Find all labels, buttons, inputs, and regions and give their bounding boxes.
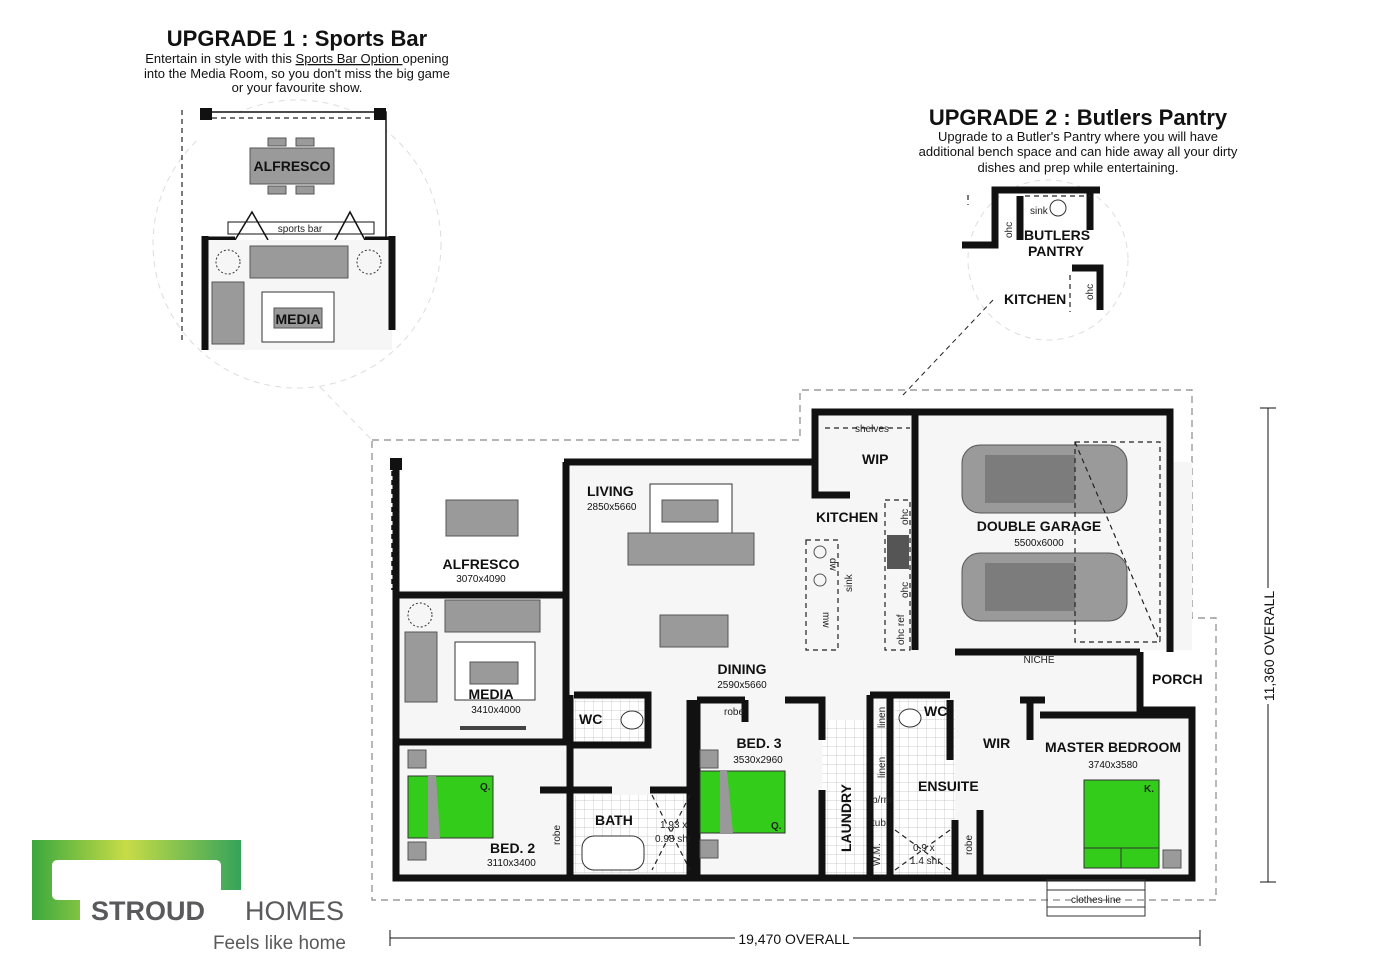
width-dimension: 19,470 OVERALL xyxy=(389,930,1201,947)
kitchen-label: KITCHEN xyxy=(816,509,878,525)
tub-label: tub xyxy=(872,818,886,829)
logo-tagline: Feels like home xyxy=(213,933,346,954)
cooktop-icon xyxy=(887,535,909,569)
niche-label: NICHE xyxy=(1023,655,1054,666)
shower-size-label: 1.4 shr xyxy=(910,856,941,867)
overall-width-label: 19,470 OVERALL xyxy=(738,931,850,947)
upgrade-2-desc-1: Upgrade to a Butler's Pantry where you w… xyxy=(938,129,1218,144)
bed3-label: BED. 3 xyxy=(736,735,781,751)
bed-size-label: Q. xyxy=(480,782,491,793)
upgrade-1-title: UPGRADE 1 : Sports Bar xyxy=(167,26,428,51)
upgrade-2-title: UPGRADE 2 : Butlers Pantry xyxy=(929,105,1228,130)
upgrade-1-heading: UPGRADE 1 : Sports Bar Entertain in styl… xyxy=(144,26,450,95)
upgrade-1-callout: ALFRESCO sports bar MEDIA xyxy=(152,99,442,441)
toilet-icon xyxy=(898,708,922,728)
bed3-size: 3530x2960 xyxy=(733,755,783,766)
bathtub-icon xyxy=(581,835,645,871)
wip-label: WIP xyxy=(862,451,888,467)
clothes-line-label: clothes line xyxy=(1071,895,1121,906)
living-size: 2850x5660 xyxy=(587,502,637,513)
logo-brand-bold: STROUD xyxy=(91,896,205,926)
master-label: MASTER BEDROOM xyxy=(1045,739,1181,755)
garage-label: DOUBLE GARAGE xyxy=(977,518,1101,534)
stroud-homes-logo: STROUD HOMES Feels like home xyxy=(32,840,346,954)
plant-icon xyxy=(407,602,433,628)
sports-bar-option-link: Sports Bar Option xyxy=(296,51,403,66)
toilet-icon xyxy=(620,710,644,730)
upgrade-2-desc-2: additional bench space and can hide away… xyxy=(919,144,1238,159)
master-bed: K. xyxy=(1083,779,1182,869)
alfresco-size: 3070x4090 xyxy=(456,574,506,585)
living-label: LIVING xyxy=(587,483,634,499)
upgrade-1-media-label: MEDIA xyxy=(275,311,320,327)
ohc-label: ohc xyxy=(1004,222,1015,238)
pantry-sink-label: sink xyxy=(1030,206,1049,217)
dining-label: DINING xyxy=(718,661,767,677)
robe-label: robe xyxy=(552,825,563,845)
robe-label: robe xyxy=(964,835,975,855)
sink-label: sink xyxy=(844,573,855,592)
car-icon xyxy=(961,552,1128,622)
laundry-label: LAUNDRY xyxy=(838,783,854,852)
sports-bar-label: sports bar xyxy=(278,224,323,235)
butlers-label: BUTLERS xyxy=(1024,227,1090,243)
logo-brand-light: HOMES xyxy=(245,896,344,926)
sink-icon xyxy=(1049,199,1067,217)
wir-label: WIR xyxy=(983,735,1010,751)
bath-label: BATH xyxy=(595,812,633,828)
depth-dimension: 11,360 OVERALL xyxy=(1260,407,1277,883)
porch-label: PORCH xyxy=(1152,671,1203,687)
bed-size-label: Q. xyxy=(771,821,782,832)
microwave-label: mw xyxy=(820,612,831,628)
car-icon xyxy=(961,444,1128,514)
robe-label: robe xyxy=(724,707,744,718)
upgrade-1-alfresco-label: ALFRESCO xyxy=(254,158,331,174)
broom-label: b/rm xyxy=(872,795,892,806)
dishwasher-label: dw xyxy=(827,558,838,572)
bed-2: Q. xyxy=(407,749,494,861)
bed2-label: BED. 2 xyxy=(490,840,535,856)
plant-icon xyxy=(215,249,241,275)
shelves-label: shelves xyxy=(855,424,889,435)
linen-label: linen xyxy=(877,707,888,728)
overall-depth-label: 11,360 OVERALL xyxy=(1261,591,1277,701)
master-size: 3740x3580 xyxy=(1088,760,1138,771)
shower-size-label: 0.98 shr xyxy=(655,834,692,845)
upgrade-2-callout: sink BUTLERS PANTRY KITCHEN ohc ohc xyxy=(902,179,1129,396)
ensuite-label: ENSUITE xyxy=(918,778,979,794)
wc-label: WC xyxy=(579,711,602,727)
house-plan: Q. Q. K. ALFRESCO 3070x4090 LIVING 2850x… xyxy=(371,389,1217,917)
shower-size-label: 1.93 x xyxy=(660,820,687,831)
ohc-label: ohc xyxy=(900,509,911,525)
pantry-label: PANTRY xyxy=(1028,243,1085,259)
alfresco-label: ALFRESCO xyxy=(443,556,520,572)
upgrade-2-heading: UPGRADE 2 : Butlers Pantry Upgrade to a … xyxy=(919,105,1238,175)
upgrade-2-kitchen-label: KITCHEN xyxy=(1004,291,1066,307)
washing-machine-label: W.M. xyxy=(872,843,883,866)
plant-icon xyxy=(356,249,382,275)
upgrade-1-desc-3: or your favourite show. xyxy=(232,80,363,95)
shower-size-label: 0.9 x xyxy=(913,843,935,854)
ensuite-wc-label: WC xyxy=(924,703,947,719)
upgrade-1-desc-2: into the Media Room, so you don't miss t… xyxy=(144,66,450,81)
media-size: 3410x4000 xyxy=(471,705,521,716)
clothes-line xyxy=(1046,879,1146,917)
garage-size: 5500x6000 xyxy=(1014,538,1064,549)
upgrade-1-desc-1: Entertain in style with this Sports Bar … xyxy=(145,51,449,66)
bed-3: Q. xyxy=(699,749,786,859)
media-label: MEDIA xyxy=(468,686,513,702)
ohc-label: ohc xyxy=(1085,284,1096,300)
dining-size: 2590x5660 xyxy=(717,680,767,691)
bed-size-label: K. xyxy=(1144,784,1154,795)
bed2-size: 3110x3400 xyxy=(487,858,536,869)
ohc-label: ohc xyxy=(900,582,911,598)
linen-label: linen xyxy=(877,757,888,778)
upgrade-2-desc-3: dishes and prep while entertaining. xyxy=(978,160,1179,175)
ohc-ref-label: ohc ref xyxy=(896,614,907,645)
